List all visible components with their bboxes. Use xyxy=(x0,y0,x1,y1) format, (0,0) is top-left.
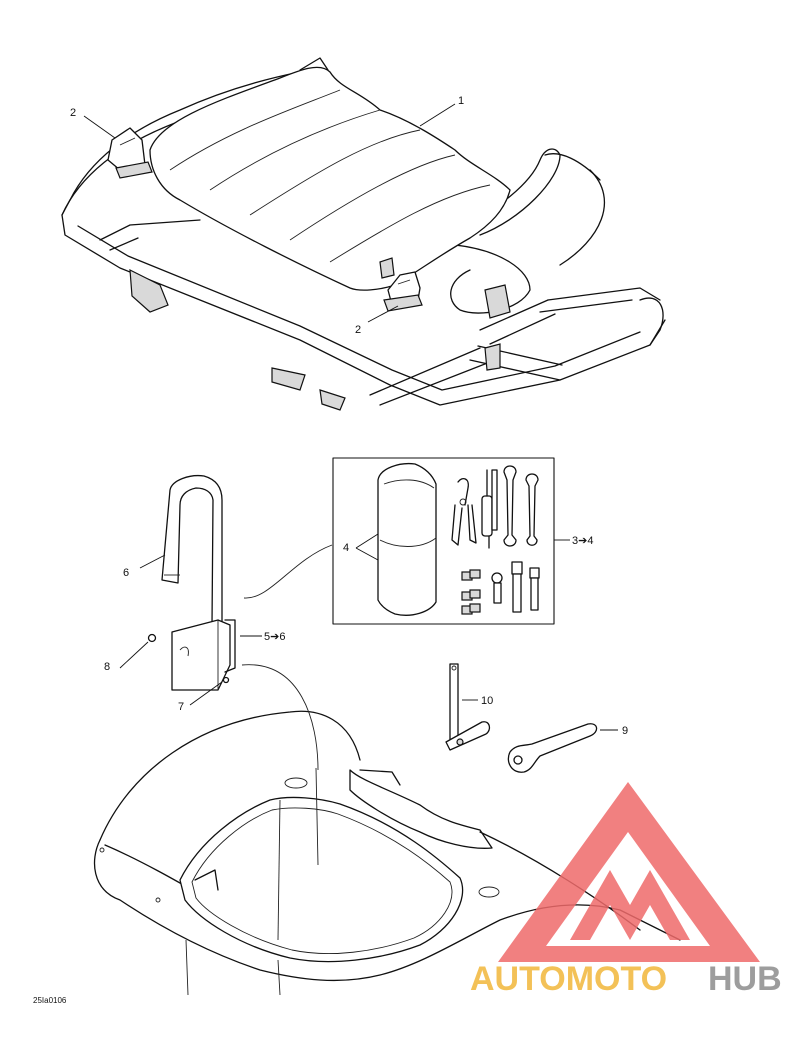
connection-line xyxy=(243,544,333,599)
callout-1: 1 xyxy=(458,95,464,107)
wrench-icon xyxy=(503,465,539,547)
washer-icon xyxy=(147,633,157,643)
strap xyxy=(161,474,223,626)
luggage-rack xyxy=(61,71,666,411)
rack-clip-lower xyxy=(383,271,423,312)
pliers-icon xyxy=(451,477,477,546)
watermark-text-a: AUTOMOTO xyxy=(470,960,667,998)
leader-2-upper xyxy=(83,115,116,139)
rack-clip-upper xyxy=(107,127,153,179)
spark-plug-socket xyxy=(491,561,540,613)
fuse-set xyxy=(461,569,481,615)
callout-4: 4 xyxy=(343,542,349,554)
reference-code: 25Ia0106 xyxy=(33,996,67,1005)
tool-holder xyxy=(171,619,236,691)
leader-1 xyxy=(419,103,456,127)
leader-2-lower xyxy=(367,305,399,323)
callout-10: 10 xyxy=(481,695,493,707)
callout-5-6: 5➔6 xyxy=(264,631,285,643)
spanner-wrench xyxy=(507,723,598,773)
callout-2-lower: 2 xyxy=(355,324,361,336)
watermark: AUTOMOTO HUB xyxy=(470,782,782,998)
callout-7: 7 xyxy=(178,701,184,713)
tool-kit-box xyxy=(332,457,570,625)
tool-bag xyxy=(377,462,437,616)
callout-9: 9 xyxy=(622,725,628,737)
callout-3-4: 3➔4 xyxy=(572,535,593,547)
spark-plug-tool xyxy=(445,663,491,751)
callout-8: 8 xyxy=(104,661,110,673)
callout-6: 6 xyxy=(123,567,129,579)
screw-icon xyxy=(222,676,230,684)
cushion xyxy=(149,57,511,291)
callout-2-upper: 2 xyxy=(70,107,76,119)
watermark-text-b: HUB xyxy=(708,960,782,998)
storage-compartment xyxy=(93,664,681,996)
watermark-triangle-icon xyxy=(498,782,760,962)
screwdriver-icon xyxy=(481,469,498,549)
watermark-m-icon xyxy=(570,870,690,940)
